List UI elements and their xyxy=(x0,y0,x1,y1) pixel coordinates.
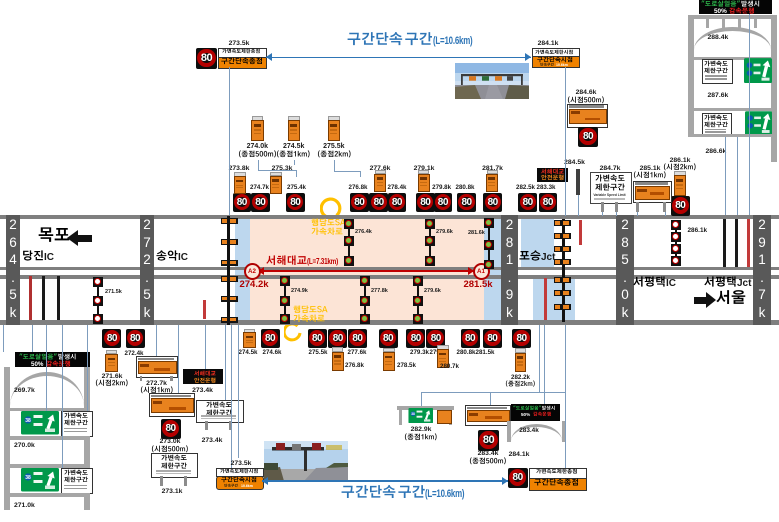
svg-text:38: 38 xyxy=(411,412,415,416)
svg-text:38: 38 xyxy=(25,418,31,424)
svg-text:38: 38 xyxy=(25,475,31,481)
